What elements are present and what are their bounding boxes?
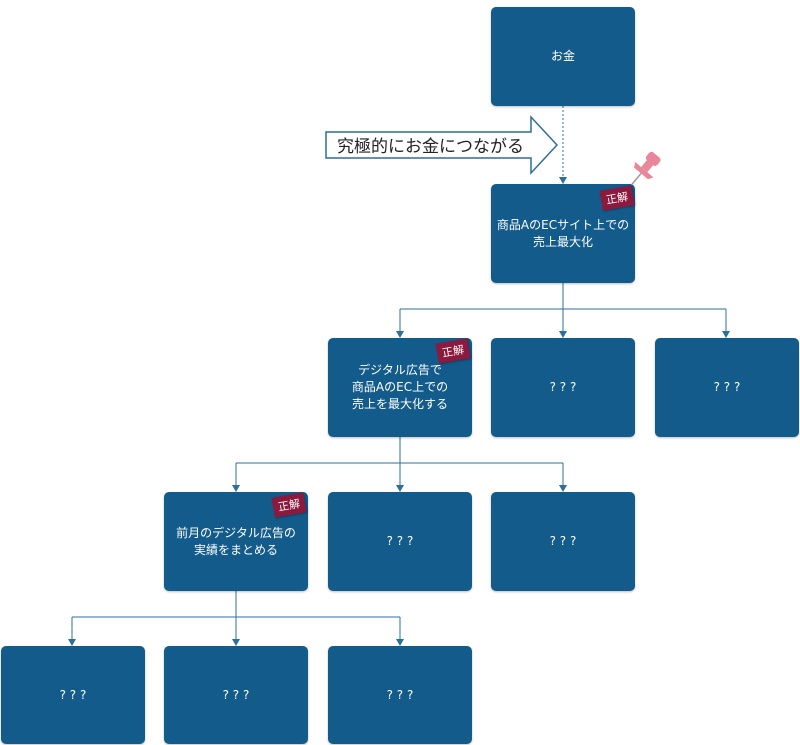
node-money: お金 (491, 7, 635, 106)
node-level2-2: ? ? ? (491, 338, 635, 437)
node-level4-3: ? ? ? (328, 646, 472, 744)
node-level3-2: ? ? ? (328, 492, 472, 591)
ultimate-arrow-shape (325, 115, 559, 175)
connector-l2-l3 (235, 437, 564, 486)
node-level4-2: ? ? ? (164, 646, 308, 744)
connector-l3-l4 (71, 591, 401, 640)
arrowhead-top (559, 177, 567, 184)
node-level4-1: ? ? ? (1, 646, 145, 744)
connector-l1-l2 (399, 283, 727, 332)
pushpin-icon (631, 151, 661, 185)
node-level3-3: ? ? ? (491, 492, 635, 591)
arrow-label: 究極的にお金につながる (337, 137, 524, 157)
node-level2-3: ? ? ? (655, 338, 799, 437)
